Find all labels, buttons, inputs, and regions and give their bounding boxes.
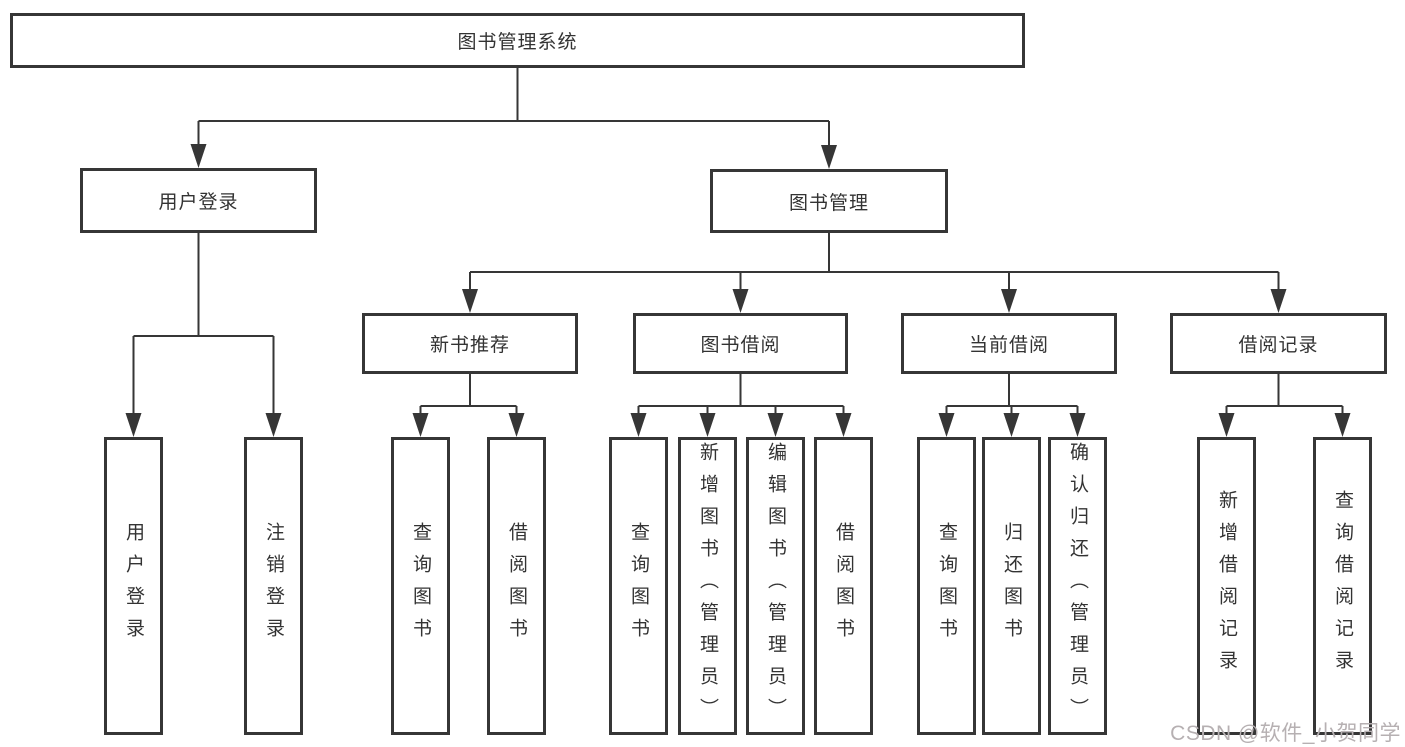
node-label: 注销登录	[263, 522, 284, 650]
node-user-login: 用户登录	[80, 168, 317, 233]
leaf-query-books-borrow: 查询图书	[609, 437, 668, 735]
node-label: 新增借阅记录	[1216, 490, 1237, 682]
node-borrow-records: 借阅记录	[1170, 313, 1387, 374]
node-label: 图书管理	[788, 192, 869, 214]
node-library-system: 图书管理系统	[10, 13, 1025, 68]
node-label: 当前借阅	[968, 335, 1049, 356]
leaf-query-books-recommend: 查询图书	[391, 437, 450, 735]
node-label: 确认归还（管理员）	[1067, 442, 1088, 730]
node-label: 编辑图书（管理员）	[765, 442, 786, 730]
node-label: 归还图书	[1001, 522, 1022, 650]
node-label: 用户登录	[123, 522, 144, 650]
node-label: 新增图书（管理员）	[697, 442, 718, 730]
leaf-edit-book-admin: 编辑图书（管理员）	[746, 437, 805, 735]
node-book-management: 图书管理	[710, 169, 948, 233]
node-label: 查询借阅记录	[1332, 490, 1353, 682]
leaf-confirm-return-admin: 确认归还（管理员）	[1048, 437, 1107, 735]
leaf-logout: 注销登录	[244, 437, 303, 735]
leaf-user-login: 用户登录	[104, 437, 163, 735]
node-label: 查询图书	[628, 522, 649, 650]
leaf-borrow-books-recommend: 借阅图书	[487, 437, 546, 735]
leaf-borrow-books: 借阅图书	[814, 437, 873, 735]
node-label: 借阅记录	[1238, 335, 1319, 356]
leaf-query-books-current: 查询图书	[917, 437, 976, 735]
node-label: 查询图书	[936, 522, 957, 650]
leaf-add-borrow-record: 新增借阅记录	[1197, 437, 1256, 735]
node-label: 图书管理系统	[457, 32, 578, 53]
leaf-query-borrow-record: 查询借阅记录	[1313, 437, 1372, 735]
leaf-return-books: 归还图书	[982, 437, 1041, 735]
node-label: 借阅图书	[506, 522, 527, 650]
node-label: 用户登录	[158, 192, 239, 213]
leaf-add-book-admin: 新增图书（管理员）	[678, 437, 737, 735]
node-label: 查询图书	[410, 522, 431, 650]
node-label: 借阅图书	[833, 522, 854, 650]
node-book-borrow: 图书借阅	[633, 313, 848, 374]
node-label: 新书推荐	[429, 335, 510, 356]
csdn-watermark: CSDN @软件_小贺同学	[1170, 722, 1401, 745]
node-label: 图书借阅	[700, 335, 781, 356]
node-current-borrow: 当前借阅	[901, 313, 1117, 374]
node-new-book-recommend: 新书推荐	[362, 313, 578, 374]
